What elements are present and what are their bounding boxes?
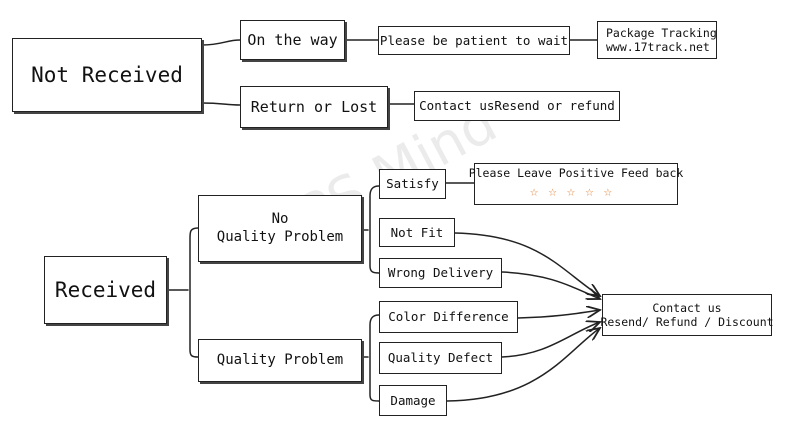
link-not-received-return xyxy=(201,102,241,106)
contact-us-options: Resend/ Refund / Discount xyxy=(600,315,774,329)
feedback-text: Please Leave Positive Feed back xyxy=(468,166,684,181)
node-satisfy: Satisfy xyxy=(379,169,446,199)
node-package-tracking: Package Tracking www.17track.net xyxy=(597,21,717,59)
node-received: Received xyxy=(44,256,167,324)
node-wrong-delivery: Wrong Delivery xyxy=(379,258,502,288)
node-damage: Damage xyxy=(379,385,447,416)
curve-damage xyxy=(446,328,600,402)
node-not-received: Not Received xyxy=(12,38,202,112)
node-contact-resend-refund: Contact usResend or refund xyxy=(414,91,620,121)
link-not-received-on-the-way xyxy=(201,39,241,46)
tracking-title: Package Tracking xyxy=(606,25,717,40)
node-not-fit: Not Fit xyxy=(379,218,455,247)
node-feedback: Please Leave Positive Feed back ☆☆☆☆☆ xyxy=(469,163,683,205)
rating-stars-icon: ☆☆☆☆☆ xyxy=(529,184,623,201)
curve-wrong-delivery xyxy=(501,271,600,299)
node-quality-problem: Quality Problem xyxy=(198,339,362,382)
curve-quality-defect xyxy=(501,322,600,358)
tracking-url: www.17track.net xyxy=(606,40,710,54)
no-quality-line2: Quality Problem xyxy=(216,228,344,245)
node-be-patient: Please be patient to wait xyxy=(378,26,570,55)
node-contact-us: Contact us Resend/ Refund / Discount xyxy=(600,294,774,336)
curve-color-difference xyxy=(517,310,600,319)
node-on-the-way: On the way xyxy=(240,20,345,60)
bracket-received xyxy=(189,227,199,358)
bracket-no-quality xyxy=(369,185,380,274)
node-quality-defect: Quality Defect xyxy=(379,342,502,374)
contact-us-title: Contact us xyxy=(652,300,722,315)
node-return-or-lost: Return or Lost xyxy=(240,86,388,128)
node-no-quality-problem: No Quality Problem xyxy=(198,195,362,262)
bracket-quality xyxy=(369,314,380,402)
no-quality-line1: No xyxy=(271,211,289,227)
curve-not-fit xyxy=(454,232,600,296)
node-color-difference: Color Difference xyxy=(379,301,518,333)
